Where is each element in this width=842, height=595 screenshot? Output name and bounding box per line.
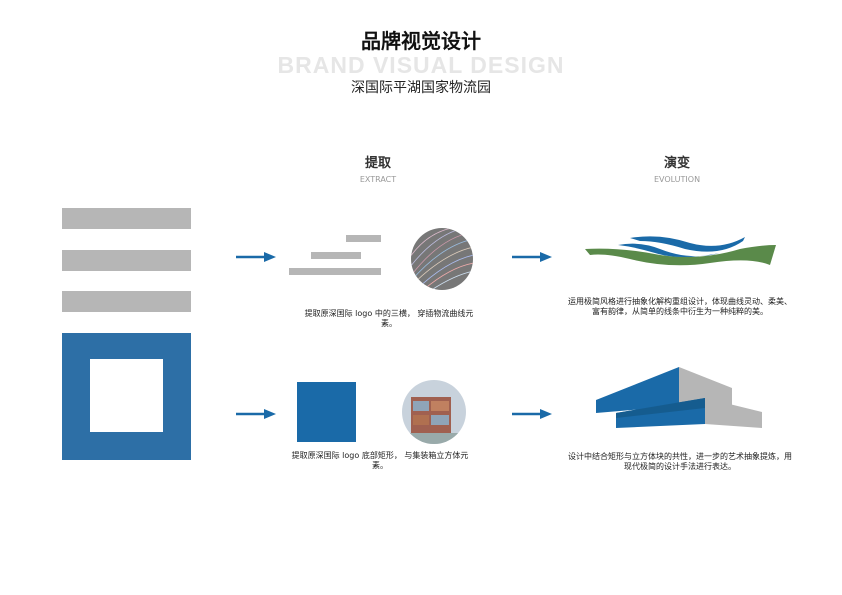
column-subtitle-evolution: EVOLUTION — [653, 175, 701, 184]
column-title-extract: 提取 — [364, 156, 391, 171]
column-subtitle-extract: EXTRACT — [359, 175, 397, 184]
cube-building-graphic — [596, 367, 762, 428]
extract-description-2: 提取原深国际 logo 底部矩形， 与集装箱立方体元素。 — [291, 451, 469, 470]
extract-square — [297, 382, 356, 442]
arrow-right-icon — [512, 409, 552, 419]
logo-square — [62, 333, 191, 460]
extract-bar — [346, 235, 381, 242]
column-title-evolution: 演变 — [663, 156, 690, 171]
logo-bar-3 — [62, 291, 191, 312]
evolution-description-1: 运用极简风格进行抽象化解构重组设计，体现曲线灵动、柔美、富有韵律，从简单的线条中… — [568, 297, 792, 316]
subtitle-english: BRAND VISUAL DESIGN — [277, 52, 565, 78]
wave-logo-graphic — [585, 236, 776, 266]
arrow-right-icon — [236, 409, 276, 419]
extract-bar — [311, 252, 361, 259]
arrow-right-icon — [236, 252, 276, 262]
page-title: 品牌视觉设计 — [361, 29, 481, 53]
subtitle-chinese: 深国际平湖国家物流园 — [351, 80, 491, 96]
arrow-right-icon — [512, 252, 552, 262]
container-building-image — [402, 380, 466, 444]
logistics-curves-image — [411, 228, 473, 290]
logo-bar-2 — [62, 250, 191, 271]
logo-bar-1 — [62, 208, 191, 229]
evolution-description-2: 设计中结合矩形与立方体块的共性，进一步的艺术抽象提炼，用现代极简的设计手法进行表… — [568, 452, 792, 471]
logo-square-inner — [90, 359, 163, 432]
extract-description-1: 提取原深国际 logo 中的三横， 穿插物流曲线元素。 — [304, 309, 474, 328]
extract-bar — [289, 268, 381, 275]
